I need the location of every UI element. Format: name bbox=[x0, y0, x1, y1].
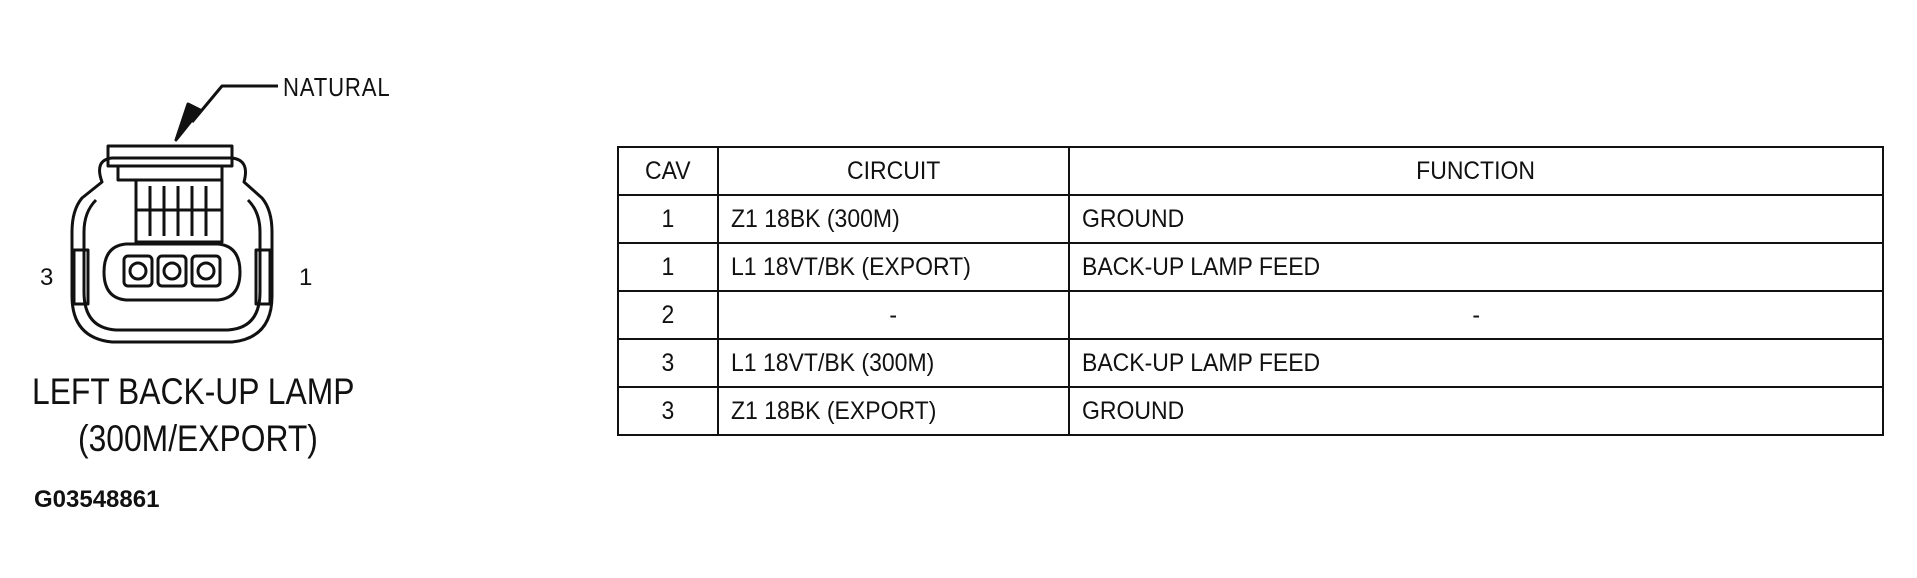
connector-color-label: NATURAL bbox=[283, 72, 391, 102]
connector-name-line1: LEFT BACK-UP LAMP bbox=[32, 371, 355, 412]
cell-circuit: L1 18VT/BK (EXPORT) bbox=[717, 242, 1070, 292]
cell-function: BACK-UP LAMP FEED bbox=[1068, 338, 1884, 388]
cell-cav: 2 bbox=[617, 290, 719, 340]
terminal-2 bbox=[156, 254, 188, 288]
connector-latch bbox=[106, 144, 234, 168]
pinout-table: CAV CIRCUIT FUNCTION 1 Z1 18BK (300M) GR… bbox=[617, 146, 1884, 436]
cell-function: GROUND bbox=[1068, 194, 1884, 244]
cell-circuit: L1 18VT/BK (300M) bbox=[717, 338, 1070, 388]
header-cav: CAV bbox=[617, 146, 719, 196]
leader-line bbox=[190, 84, 278, 123]
table-row: 1 Z1 18BK (300M) GROUND bbox=[617, 194, 1884, 244]
table-row: 1 L1 18VT/BK (EXPORT) BACK-UP LAMP FEED bbox=[617, 242, 1884, 292]
table-row: 3 L1 18VT/BK (300M) BACK-UP LAMP FEED bbox=[617, 338, 1884, 388]
terminal-1 bbox=[190, 254, 222, 288]
connector-body bbox=[70, 156, 274, 344]
cell-function: GROUND bbox=[1068, 386, 1884, 436]
cell-function: - bbox=[1068, 290, 1884, 340]
cell-circuit: - bbox=[717, 290, 1070, 340]
header-circuit: CIRCUIT bbox=[717, 146, 1070, 196]
cell-function: BACK-UP LAMP FEED bbox=[1068, 242, 1884, 292]
pin-number-left: 3 bbox=[40, 264, 54, 291]
header-function: FUNCTION bbox=[1068, 146, 1884, 196]
table-row: 2 - - bbox=[617, 290, 1884, 340]
cell-cav: 1 bbox=[617, 242, 719, 292]
cell-circuit: Z1 18BK (EXPORT) bbox=[717, 386, 1070, 436]
cell-circuit: Z1 18BK (300M) bbox=[717, 194, 1070, 244]
connector-cavity bbox=[102, 242, 242, 302]
cell-cav: 1 bbox=[617, 194, 719, 244]
connector-name-line2: (300M/EXPORT) bbox=[78, 418, 318, 459]
table-header-row: CAV CIRCUIT FUNCTION bbox=[617, 146, 1884, 196]
terminal-3 bbox=[122, 254, 154, 288]
connector-drawing bbox=[70, 84, 278, 344]
cell-cav: 3 bbox=[617, 338, 719, 388]
figure-id: G03548861 bbox=[34, 486, 160, 513]
table-row: 3 Z1 18BK (EXPORT) GROUND bbox=[617, 386, 1884, 436]
pin-number-right: 1 bbox=[299, 264, 313, 291]
leader-arrowhead bbox=[174, 102, 202, 142]
cell-cav: 3 bbox=[617, 386, 719, 436]
